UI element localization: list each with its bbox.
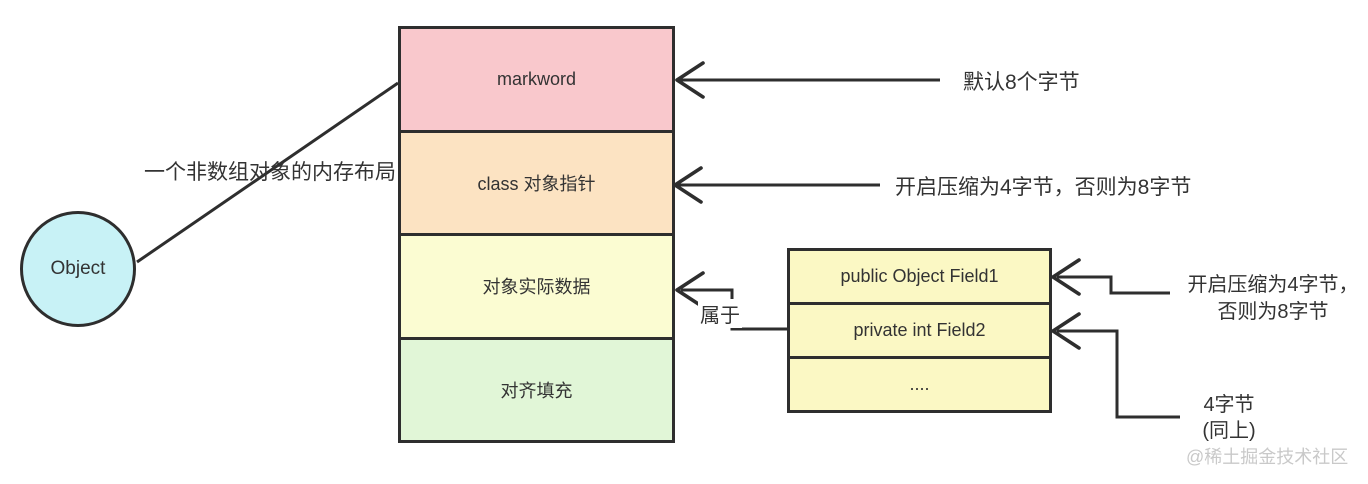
markword-note: 默认8个字节 [963,71,1080,94]
section-instance-data: 对象实际数据 [401,233,672,337]
object-circle-label: Object [50,258,106,279]
field-row-2: private int Field2 [790,302,1049,356]
section-markword-label: markword [496,68,576,89]
field1-note-line1: 开启压缩为4字节， [1187,274,1359,296]
field1-arrow-line [1057,275,1170,295]
belongs-label: 属于 [698,299,742,328]
field-row-ellipsis-label: .... [909,374,930,394]
section-class-pointer-label: class 对象指针 [477,173,596,194]
class-pointer-arrowhead-icon [673,166,703,204]
field2-note: 4字节 (同上) [1189,392,1269,444]
field2-note-line2: (同上) [1202,420,1256,442]
class-pointer-note: 开启压缩为4字节，否则为8字节 [895,176,1192,199]
field2-note-line1: 4字节 [1203,394,1255,416]
markword-arrowhead-icon [675,61,705,99]
field-row-1-label: public Object Field1 [840,266,999,286]
field-detail-box: public Object Field1 private int Field2 … [787,248,1052,413]
memory-layout-box: markword class 对象指针 对象实际数据 对齐填充 [398,26,675,443]
field1-arrowhead-icon [1051,258,1081,296]
field-row-1: public Object Field1 [790,251,1049,302]
field2-arrow-line [1057,329,1180,419]
field1-note: 开启压缩为4字节， 否则为8字节 [1178,272,1368,326]
section-instance-data-label: 对象实际数据 [482,277,591,298]
watermark: @稀土掘金技术社区 [1186,447,1349,467]
field1-note-line2: 否则为8字节 [1217,301,1329,323]
diagonal-caption: 一个非数组对象的内存布局 [144,161,396,184]
section-class-pointer: class 对象指针 [401,129,672,233]
section-padding: 对齐填充 [401,336,672,440]
object-circle: Object [20,211,136,327]
field2-arrowhead-icon [1051,312,1081,350]
field-row-2-label: private int Field2 [853,320,986,340]
field-row-ellipsis: .... [790,356,1049,410]
section-padding-label: 对齐填充 [500,380,573,401]
section-markword: markword [401,29,672,130]
